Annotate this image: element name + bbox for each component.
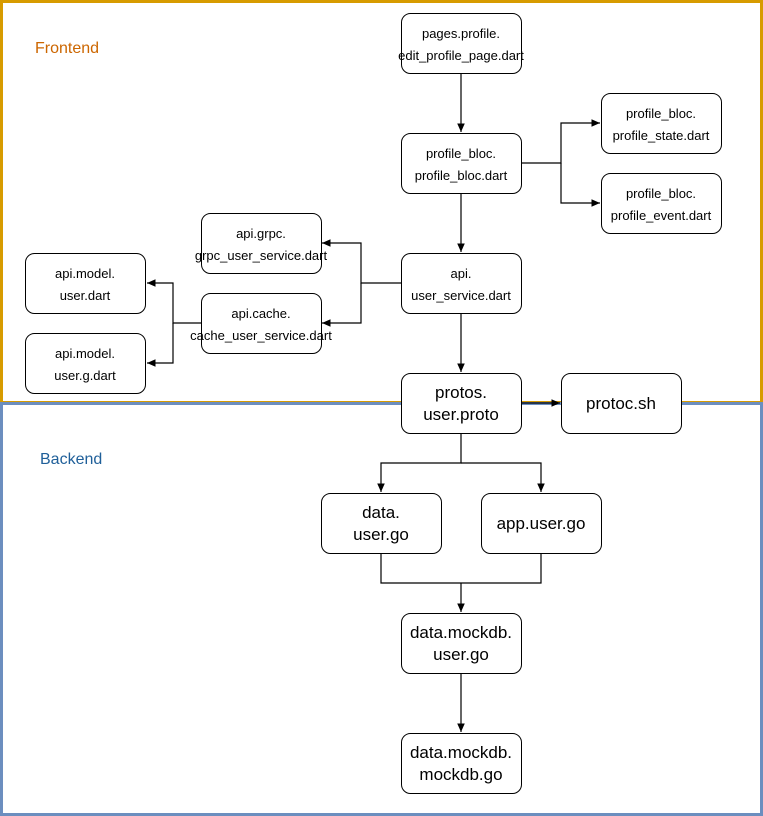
edge-data-user-to-mockdb <box>380 553 542 584</box>
node-profile-bloc: profile_bloc. profile_bloc.dart <box>401 133 522 194</box>
edge-service-to-cache <box>322 283 362 327</box>
node-profile-state: profile_bloc. profile_state.dart <box>601 93 722 154</box>
node-mockdb-user-line-1: data.mockdb. <box>410 623 512 642</box>
node-user-g-model-line-2: user.g.dart <box>54 368 116 383</box>
node-cache-user-service: api.cache. cache_user_service.dart <box>190 293 332 354</box>
node-profile-state-line-1: profile_bloc. <box>626 106 696 121</box>
edge-bloc-to-event <box>560 163 600 207</box>
backend-region <box>0 402 763 816</box>
node-user-g-model-line-1: api.model. <box>55 346 115 361</box>
node-user-service-line-2: user_service.dart <box>411 288 511 303</box>
node-grpc-user-service-line-2: grpc_user_service.dart <box>195 248 328 263</box>
edge-cache-to-model-g <box>147 323 174 367</box>
node-mockdb-mockdb-line-1: data.mockdb. <box>410 743 512 762</box>
edge-proto-to-app-user <box>461 462 545 492</box>
node-data-user-line-1: data. <box>362 503 400 522</box>
node-cache-user-service-line-2: cache_user_service.dart <box>190 328 332 343</box>
node-grpc-user-service-line-1: api.grpc. <box>236 226 286 241</box>
node-profile-bloc-line-2: profile_bloc.dart <box>415 168 508 183</box>
node-profile-bloc-line-1: profile_bloc. <box>426 146 496 161</box>
node-edit-profile-page-line-2: edit_profile_page.dart <box>398 48 524 63</box>
node-protoc-sh: protoc.sh <box>561 373 682 434</box>
node-profile-event: profile_bloc. profile_event.dart <box>601 173 722 234</box>
node-user-proto: protos. user.proto <box>401 373 522 434</box>
node-grpc-user-service: api.grpc. grpc_user_service.dart <box>195 213 328 274</box>
node-user-service: api. user_service.dart <box>401 253 522 314</box>
node-app-user: app.user.go <box>481 493 602 554</box>
node-edit-profile-page: pages.profile. edit_profile_page.dart <box>398 13 524 74</box>
node-user-model: api.model. user.dart <box>25 253 146 314</box>
connector-lines <box>147 73 600 732</box>
node-data-user-line-2: user.go <box>353 525 409 544</box>
node-mockdb-user-line-2: user.go <box>433 645 489 664</box>
node-protoc-sh-line-1: protoc.sh <box>586 394 656 413</box>
edge-proto-to-data-user <box>377 433 462 492</box>
node-user-model-line-2: user.dart <box>60 288 111 303</box>
nodes: pages.profile. edit_profile_page.dart pr… <box>25 13 722 794</box>
node-profile-event-line-2: profile_event.dart <box>611 208 712 223</box>
node-cache-user-service-line-1: api.cache. <box>231 306 290 321</box>
node-mockdb-user: data.mockdb. user.go <box>401 613 522 674</box>
node-app-user-line-1: app.user.go <box>497 514 586 533</box>
node-data-user: data. user.go <box>321 493 442 554</box>
edge-bloc-to-state <box>521 119 600 164</box>
node-user-proto-line-1: protos. <box>435 383 487 402</box>
edge-cache-to-model <box>147 279 202 324</box>
node-mockdb-mockdb-line-2: mockdb.go <box>419 765 502 784</box>
node-user-service-line-1: api. <box>451 266 472 281</box>
node-user-model-line-1: api.model. <box>55 266 115 281</box>
node-edit-profile-page-line-1: pages.profile. <box>422 26 500 41</box>
node-mockdb-mockdb: data.mockdb. mockdb.go <box>401 733 522 794</box>
edge-service-to-grpc <box>322 239 401 284</box>
backend-label: Backend <box>40 451 102 468</box>
frontend-label: Frontend <box>35 40 99 57</box>
node-profile-event-line-1: profile_bloc. <box>626 186 696 201</box>
node-user-proto-line-2: user.proto <box>423 405 499 424</box>
node-user-g-model: api.model. user.g.dart <box>25 333 146 394</box>
node-profile-state-line-2: profile_state.dart <box>613 128 710 143</box>
